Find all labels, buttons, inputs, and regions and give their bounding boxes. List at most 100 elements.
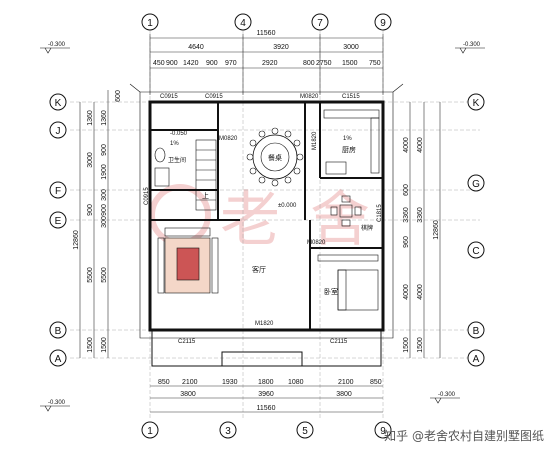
kitchen-fixtures	[323, 109, 380, 175]
bath-pct-label: 1%	[170, 141, 179, 147]
chess-table	[330, 195, 362, 227]
dim-bottom-row1-1: 2100	[182, 379, 198, 386]
dim-bottom-row2-1: 3960	[258, 391, 274, 398]
axis-top-9: 9	[380, 18, 386, 29]
window-label-6: C1815	[377, 204, 383, 222]
dim-top-row3-0: 450	[153, 60, 165, 67]
axis-left-F: F	[55, 186, 61, 197]
dim-right-inner-2: 3360	[403, 207, 410, 223]
axis-left-J: J	[56, 126, 61, 137]
top-dimensions	[149, 34, 384, 95]
dim-left-inner-4: 5500	[101, 267, 108, 283]
dim-bottom-row1-2: 1930	[222, 379, 238, 386]
dim-top-row3-2: 1420	[183, 60, 199, 67]
axis-left-K: K	[55, 98, 62, 109]
living-label: 客厅	[252, 265, 266, 274]
dim-right-inner-0: 4000	[403, 137, 410, 153]
dim-right-inner-3: 960	[403, 236, 410, 248]
axis-right-B: B	[473, 326, 480, 337]
interior-walls	[150, 102, 383, 330]
dim-left-top-small: 600	[115, 90, 122, 102]
level-bath: -0.050	[170, 131, 188, 137]
dim-right-inner-1: 600	[403, 184, 410, 196]
axis-top-1: 1	[147, 18, 153, 29]
axis-right-A: A	[473, 354, 480, 365]
dim-top-row2-1: 3920	[273, 44, 289, 51]
bathroom-fixtures	[154, 147, 170, 187]
dining-table	[246, 127, 304, 187]
axis-right-C: C	[472, 246, 479, 257]
dim-top-row3-8: 1500	[342, 60, 358, 67]
axis-top-4: 4	[240, 18, 246, 29]
dim-right-inner-5: 1500	[403, 337, 410, 353]
dim-left-outer-0: 1360	[87, 110, 94, 126]
kitchen-label: 厨房	[342, 145, 356, 154]
dim-bottom-row1-5: 2100	[338, 379, 354, 386]
dim-bottom-row2-0: 3800	[180, 391, 196, 398]
kitchen-pct-label: 1%	[343, 136, 352, 142]
dim-top-row3-7: 2750	[316, 60, 332, 67]
window-label-8: C2115	[178, 339, 196, 345]
dim-top-row3-1: 900	[166, 60, 178, 67]
level-bottom-left: -0.300	[48, 400, 66, 406]
axis-top-7: 7	[317, 18, 323, 29]
dim-right-inner-4: 4000	[403, 284, 410, 300]
dim-top-row3-9: 750	[369, 60, 381, 67]
dim-top-row3-3: 900	[206, 60, 218, 67]
dim-right-outer-0: 4000	[417, 137, 424, 153]
watermark-text: 知乎 @老舍农村自建别墅图纸	[384, 429, 544, 443]
left-axis-bubbles: K J F E B A	[49, 93, 67, 367]
dim-right-outer-3: 1500	[417, 337, 424, 353]
dim-top-overall: 11560	[257, 30, 276, 37]
dim-top-row2-0: 4640	[188, 44, 204, 51]
bottom-axis-bubbles: 1 3 5 9	[141, 421, 392, 439]
bottom-dimensions	[150, 385, 383, 413]
dim-left-outer-2: 1900	[101, 164, 108, 180]
dim-left-outer-6: 1500	[87, 337, 94, 353]
dim-top-row3-6: 800	[303, 60, 315, 67]
dim-right-overall: 12860	[433, 220, 440, 240]
dim-bottom-row2-2: 3800	[336, 391, 352, 398]
dim-left-inner-0: 1360	[101, 110, 108, 126]
dim-left-inner-2: 900	[101, 204, 108, 216]
right-dimensions	[409, 102, 441, 358]
dim-left-overall: 12860	[73, 230, 80, 250]
window-label-0: C0915	[160, 94, 178, 100]
dim-top-row2-2: 3000	[343, 44, 359, 51]
dim-right-outer-1: 3360	[417, 207, 424, 223]
dim-left-inner-1: 900	[101, 144, 108, 156]
chess-label: 棋牌	[361, 224, 373, 232]
dim-left-outer-3: 300	[101, 189, 108, 201]
bedroom-label: 卧室	[324, 287, 338, 296]
top-axis-bubbles: 1 4 7 9	[141, 13, 392, 31]
dim-bottom-row1-0: 850	[158, 379, 170, 386]
level-top-left: -0.300	[48, 42, 66, 48]
axis-right-G: G	[472, 179, 480, 190]
axis-bottom-1: 1	[147, 426, 153, 437]
door-label-7: M0820	[307, 240, 326, 246]
axis-bottom-3: 3	[225, 426, 231, 437]
dim-top-row3-5: 2920	[262, 60, 278, 67]
living-furniture	[157, 227, 219, 294]
axis-left-E: E	[55, 216, 62, 227]
dim-right-outer-2: 4000	[417, 284, 424, 300]
window-label-3: C1515	[342, 94, 360, 100]
dim-bottom-overall: 11560	[257, 405, 276, 412]
porch	[151, 329, 382, 367]
dim-left-inner-3: 300	[101, 216, 108, 228]
door-label-5: M0820	[219, 136, 238, 142]
dining-label: 餐桌	[268, 153, 282, 162]
axis-right-K: K	[473, 98, 480, 109]
level-top-right: -0.300	[463, 42, 481, 48]
dim-bottom-row1-3: 1800	[258, 379, 274, 386]
left-dimensions	[79, 90, 109, 358]
dim-bottom-row1-4: 1080	[288, 379, 304, 386]
dim-top-row3-4: 970	[225, 60, 237, 67]
level-main: ±0.000	[278, 203, 297, 209]
dim-left-inner-5: 1500	[101, 337, 108, 353]
axis-bottom-5: 5	[302, 426, 308, 437]
window-label-2: M0820	[300, 94, 319, 100]
stairs-up-label: 上	[202, 191, 209, 200]
axis-left-A: A	[55, 354, 62, 365]
